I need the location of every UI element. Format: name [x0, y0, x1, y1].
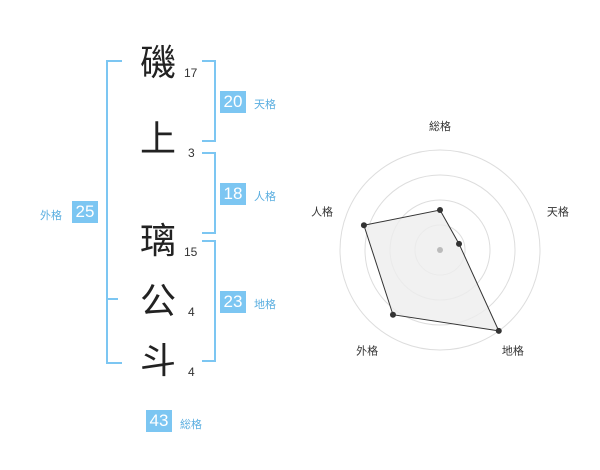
- tenkaku-badge: 20: [220, 91, 246, 113]
- gaikaku-badge: 25: [72, 201, 98, 223]
- char-5: 斗: [140, 341, 177, 382]
- chikaku-badge: 23: [220, 291, 246, 313]
- char-1-strokes: 17: [184, 66, 198, 80]
- soukaku-badge: 43: [146, 410, 172, 432]
- radar-point-4: [389, 311, 396, 318]
- char-4-strokes: 4: [188, 305, 195, 319]
- gaikaku-bracket: [106, 60, 122, 364]
- radar-ring: [364, 174, 516, 326]
- chikaku-bracket: [202, 240, 216, 362]
- radar-axis-label-3: 地格: [502, 343, 524, 357]
- radar-center: [437, 247, 443, 253]
- radar-axis-label-2: 天格: [547, 205, 569, 219]
- radar-polygon: [363, 209, 500, 332]
- radar-ring: [339, 149, 541, 351]
- char-5-strokes: 4: [188, 365, 195, 379]
- tenkaku-bracket: [202, 60, 216, 142]
- soukaku-label: 総格: [180, 418, 202, 431]
- char-2: 上: [140, 119, 177, 160]
- char-4: 公: [140, 281, 177, 322]
- radar-axis-label-1: 総格: [429, 119, 451, 133]
- radar-point-2: [456, 240, 463, 247]
- tenkaku-label: 天格: [254, 98, 276, 111]
- radar-axis-label-5: 人格: [311, 205, 333, 219]
- chikaku-label: 地格: [254, 298, 276, 311]
- jinkaku-label: 人格: [254, 190, 276, 203]
- char-3-strokes: 15: [184, 245, 198, 259]
- radar-point-5: [360, 222, 367, 229]
- radar-point-3: [495, 327, 502, 334]
- radar-point-1: [437, 207, 443, 213]
- jinkaku-badge: 18: [220, 183, 246, 205]
- char-1: 磯: [140, 43, 177, 84]
- gaikaku-label: 外格: [40, 209, 62, 222]
- gaikaku-bracket-tick: [106, 298, 118, 300]
- char-2-strokes: 3: [188, 146, 195, 160]
- radar-axis-label-4: 外格: [356, 343, 378, 357]
- jinkaku-bracket: [202, 152, 216, 234]
- char-3: 璃: [140, 221, 177, 262]
